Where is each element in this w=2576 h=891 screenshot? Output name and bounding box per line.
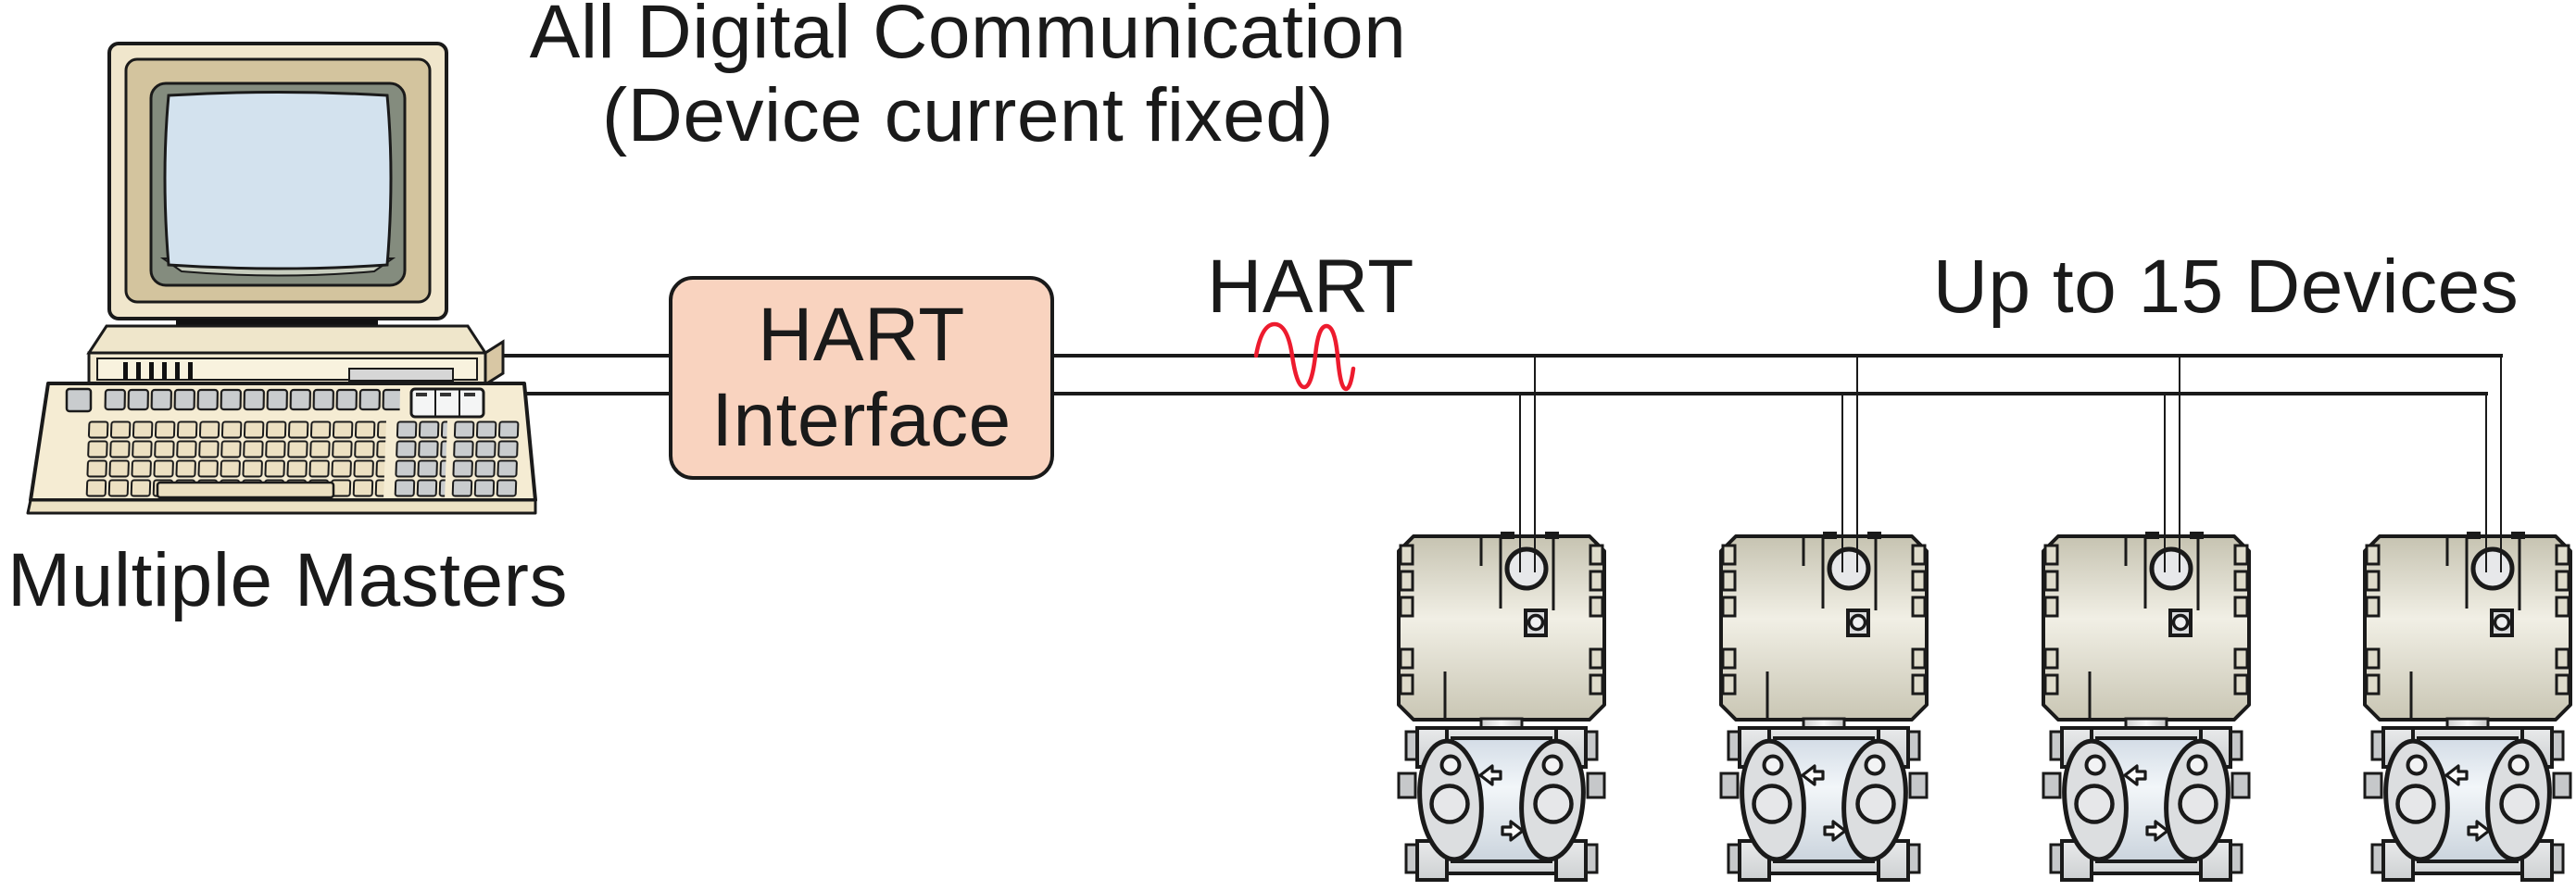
hart-interface-box-line1: HART	[758, 293, 965, 377]
transmitter-icon	[1721, 532, 1927, 880]
bus-protocol-label: HART	[1207, 245, 1414, 329]
transmitter-icon	[2365, 532, 2570, 880]
device-drop-wires	[1519, 356, 2502, 572]
vent-slots-icon	[123, 362, 193, 380]
hart-interface-box-line2: Interface	[711, 378, 1012, 462]
computer-icon	[26, 42, 537, 515]
keyboard-icon	[26, 382, 537, 515]
diagram-title-line1: All Digital Communication	[529, 0, 1407, 74]
devices-caption: Up to 15 Devices	[1932, 245, 2519, 329]
diagram-title-line2: (Device current fixed)	[601, 73, 1335, 157]
computer-caption: Multiple Masters	[7, 538, 568, 622]
transmitter-icon	[1399, 532, 1604, 880]
transmitter-icon	[2043, 532, 2249, 880]
hart-interface-box: HART Interface	[669, 276, 1054, 480]
diagram-title: All Digital Communication (Device curren…	[371, 0, 1565, 157]
floppy-drive-icon	[348, 368, 454, 382]
hart-signal-wave-icon	[1253, 321, 1356, 392]
